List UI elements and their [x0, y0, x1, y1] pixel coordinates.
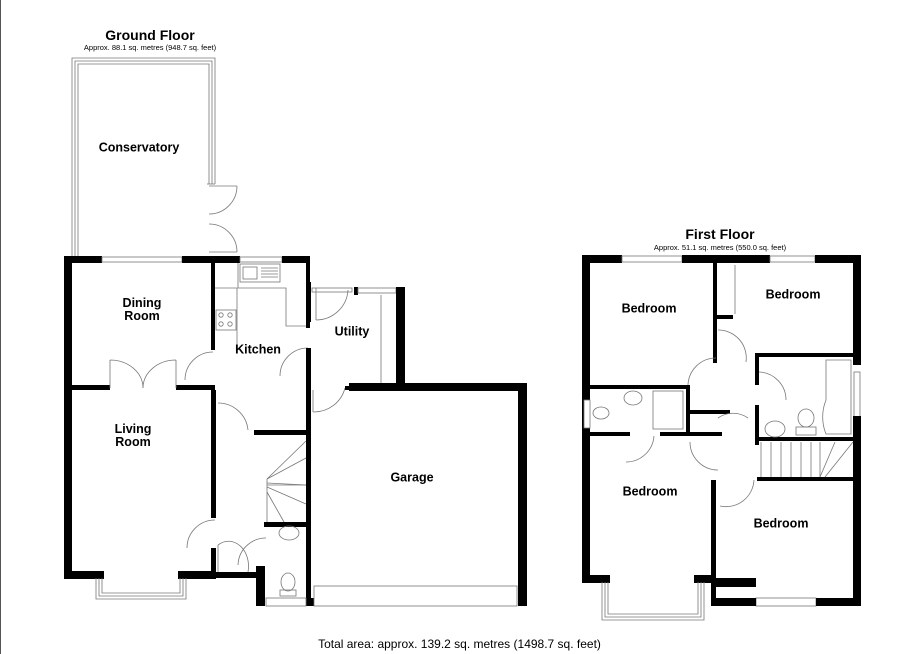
room-label-bedroom-3: Bedroom — [622, 484, 678, 499]
first-floor-plan — [582, 255, 861, 621]
room-label-bedroom-1: Bedroom — [621, 301, 677, 316]
room-label-kitchen: Kitchen — [235, 342, 281, 357]
garage-door — [313, 585, 518, 607]
wall — [64, 256, 72, 579]
shower — [652, 390, 684, 430]
room-label-bedroom-2: Bedroom — [765, 287, 821, 302]
hob — [215, 309, 237, 331]
room-label-bedroom-4: Bedroom — [753, 516, 809, 531]
room-label-living-room: Living Room — [114, 422, 152, 449]
kitchen-sink — [239, 263, 281, 283]
window — [621, 255, 683, 263]
first-floor-stairs — [760, 441, 854, 478]
first-floor-title: First Floor — [685, 226, 755, 242]
total-area: Total area: approx. 139.2 sq. metres (14… — [318, 637, 601, 651]
window — [101, 256, 183, 263]
kitchen-worktop — [215, 263, 306, 350]
ground-floor-plan — [64, 57, 527, 607]
bath — [822, 359, 852, 435]
window — [239, 256, 283, 263]
window — [357, 287, 397, 294]
ground-floor-area: Approx. 88.1 sq. metres (948.7 sq. feet) — [83, 43, 217, 52]
room-label-dining-room: Dining Room — [122, 296, 162, 323]
basin — [278, 525, 300, 541]
living-bay-window — [95, 578, 187, 600]
room-label-utility: Utility — [334, 324, 370, 339]
conservatory-frame — [71, 57, 216, 258]
window — [853, 371, 861, 418]
basin — [623, 390, 643, 406]
toilet — [592, 406, 610, 420]
conservatory-french-door — [208, 185, 238, 253]
ground-stairs — [266, 440, 307, 523]
ground-floor-title: Ground Floor — [105, 27, 195, 43]
bedroom-bay-window — [601, 582, 705, 621]
toilet — [280, 572, 296, 592]
basin — [764, 420, 786, 438]
room-label-garage: Garage — [390, 470, 434, 485]
frame-border — [0, 0, 1, 654]
first-floor-area: Approx. 51.1 sq. metres (550.0 sq. feet) — [653, 243, 787, 252]
toilet — [797, 408, 815, 428]
room-label-conservatory: Conservatory — [98, 140, 180, 155]
window — [769, 255, 816, 263]
